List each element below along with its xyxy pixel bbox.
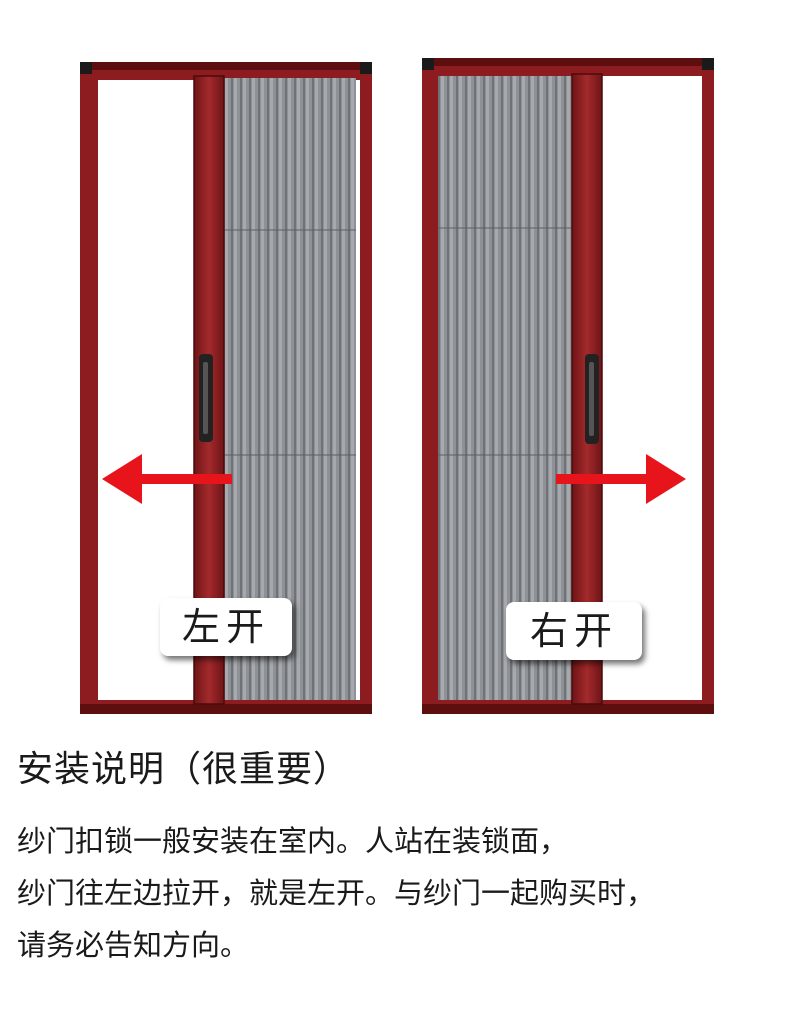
instructions-title: 安装说明（很重要） (17, 749, 351, 790)
left-door-handle (199, 354, 213, 442)
instructions-line: 纱门扣锁一般安装在室内。人站在装锁面， (17, 824, 569, 858)
arrow-right (556, 454, 686, 504)
left-open-label: 左开 (160, 598, 292, 656)
instructions-line: 纱门往左边拉开，就是左开。与纱门一起购买时， (17, 876, 656, 910)
door-diagrams (80, 58, 714, 714)
door-illustration: 左开 右开 (80, 58, 714, 714)
left-door-mesh (222, 78, 356, 700)
instructions-body: 纱门扣锁一般安装在室内。人站在装锁面， 纱门往左边拉开，就是左开。与纱门一起购买… (17, 815, 787, 971)
arrow-left (102, 454, 232, 504)
right-door-mesh (438, 76, 574, 700)
instructions-line: 请务必告知方向。 (17, 928, 250, 962)
right-door-handle (585, 354, 599, 444)
right-open-label: 右开 (506, 602, 642, 660)
